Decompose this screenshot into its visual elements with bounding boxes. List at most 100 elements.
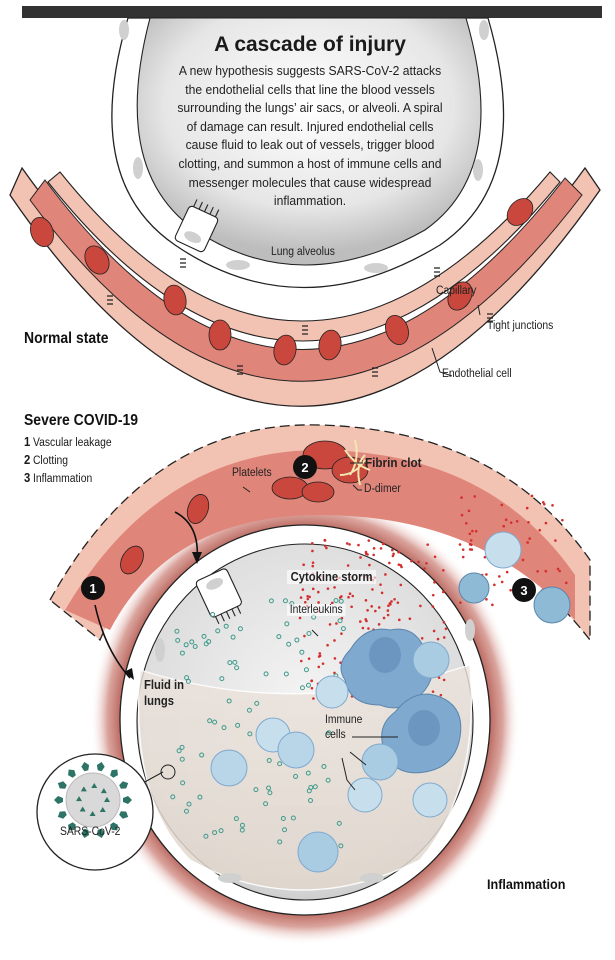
virus-particle xyxy=(233,816,239,822)
interleukin-dot xyxy=(317,601,320,604)
interleukin-dot xyxy=(530,494,534,498)
red-blood-cell xyxy=(385,315,409,345)
lymphocyte xyxy=(412,782,448,818)
virus-particle xyxy=(338,843,344,849)
alveolus-air xyxy=(136,17,482,266)
virus-particle xyxy=(284,621,290,627)
alveolar-cell-nucleus xyxy=(133,157,143,179)
virus-particle xyxy=(268,598,274,604)
interleukin-dot xyxy=(544,521,548,525)
interleukin-dot xyxy=(350,605,353,609)
marker-2: 2 xyxy=(293,455,317,479)
tight-junction-icon xyxy=(487,313,493,323)
label-tight-junctions: Tight junctions xyxy=(487,320,554,332)
interleukin-dot xyxy=(408,617,412,621)
interleukin-dot xyxy=(474,529,478,533)
interleukin-dot xyxy=(493,583,496,587)
tight-junction-icon xyxy=(372,367,378,377)
virus-spike-icon xyxy=(80,786,87,792)
interleukin-dot xyxy=(483,555,487,559)
virus-particle xyxy=(306,788,312,794)
alveolar-cell-nucleus xyxy=(360,873,384,883)
interleukin-dot xyxy=(386,609,390,612)
interleukin-dot xyxy=(551,504,554,507)
label-platelets: Platelets xyxy=(232,467,272,479)
virus-spike-icon xyxy=(57,781,67,789)
virus-particle xyxy=(246,707,252,713)
virus-spike-icon xyxy=(119,781,129,789)
lymphocyte xyxy=(533,586,571,624)
lymphocyte xyxy=(277,731,315,769)
virus-particle xyxy=(212,719,218,725)
interleukin-dot xyxy=(387,604,390,608)
virus-particle xyxy=(210,611,216,617)
virus-particle xyxy=(183,808,189,814)
virus-particle xyxy=(212,830,218,836)
interleukin-dot xyxy=(303,600,307,604)
interleukin-dot xyxy=(392,552,395,556)
interleukin-dot xyxy=(544,569,548,573)
interleukin-dot xyxy=(335,622,338,625)
interleukin-dot xyxy=(374,609,377,613)
interleukin-dot xyxy=(311,564,315,568)
interleukin-dot xyxy=(357,543,360,547)
interleukin-dot xyxy=(471,529,474,533)
label-endothelial-cell: Endothelial cell xyxy=(442,368,512,380)
interleukin-dot xyxy=(437,676,441,679)
red-blood-cell xyxy=(120,545,144,575)
interleukin-dot xyxy=(564,581,568,585)
interleukin-dot xyxy=(381,542,385,546)
interleukin-dot xyxy=(333,639,336,642)
virus-particle xyxy=(203,833,209,839)
interleukin-dot xyxy=(526,541,529,544)
virus-particle xyxy=(312,784,318,790)
interleukin-dot xyxy=(556,567,560,571)
virus-particle xyxy=(189,639,195,645)
heading-normal-state: Normal state xyxy=(24,330,109,347)
alveolar-cell-nucleus xyxy=(226,260,250,270)
virus-spike-icon xyxy=(99,807,106,813)
interleukin-dot xyxy=(558,569,561,573)
interleukin-dot xyxy=(521,558,525,562)
virus-particle xyxy=(263,671,269,677)
lymphocyte xyxy=(347,777,383,813)
virus-particle xyxy=(179,650,185,656)
interleukin-dot xyxy=(441,590,445,594)
immune-cells xyxy=(210,531,571,873)
virus-spike-icon xyxy=(123,796,132,804)
interleukin-dot xyxy=(460,513,464,517)
virus-particle xyxy=(199,752,205,758)
virus-spike-icon xyxy=(96,828,105,839)
interleukin-dot xyxy=(359,556,362,559)
virus-particle xyxy=(206,639,212,645)
interleukin-dot xyxy=(393,597,396,601)
interleukin-dot xyxy=(382,616,386,620)
interleukin-dot xyxy=(310,686,314,690)
interleukin-dot xyxy=(444,627,448,631)
virus-spike-icon xyxy=(100,788,107,794)
interleukin-dot xyxy=(326,643,329,647)
interleukin-dot xyxy=(431,593,435,597)
damaged-capillary xyxy=(49,424,591,642)
svg-text:3: 3 xyxy=(520,583,527,598)
interleukin-dot xyxy=(312,697,315,700)
lymphocyte xyxy=(484,531,522,569)
interleukin-dot xyxy=(420,636,424,640)
interleukin-dot xyxy=(384,573,387,576)
interleukin-dot xyxy=(528,537,531,540)
interleukin-dot xyxy=(340,595,343,598)
interleukin-dot xyxy=(461,548,465,551)
virus-particle xyxy=(254,700,260,706)
virus-particle xyxy=(186,801,192,807)
virus-particle xyxy=(283,671,289,677)
virus-particles xyxy=(170,597,346,849)
interleukin-dot xyxy=(306,594,309,598)
interleukin-dot xyxy=(538,528,542,532)
interleukin-dot xyxy=(502,524,506,528)
interleukin-dot xyxy=(425,561,428,565)
virus-spike-icon xyxy=(81,761,90,772)
lymphocyte xyxy=(315,675,349,709)
interleukin-dot xyxy=(439,693,443,697)
